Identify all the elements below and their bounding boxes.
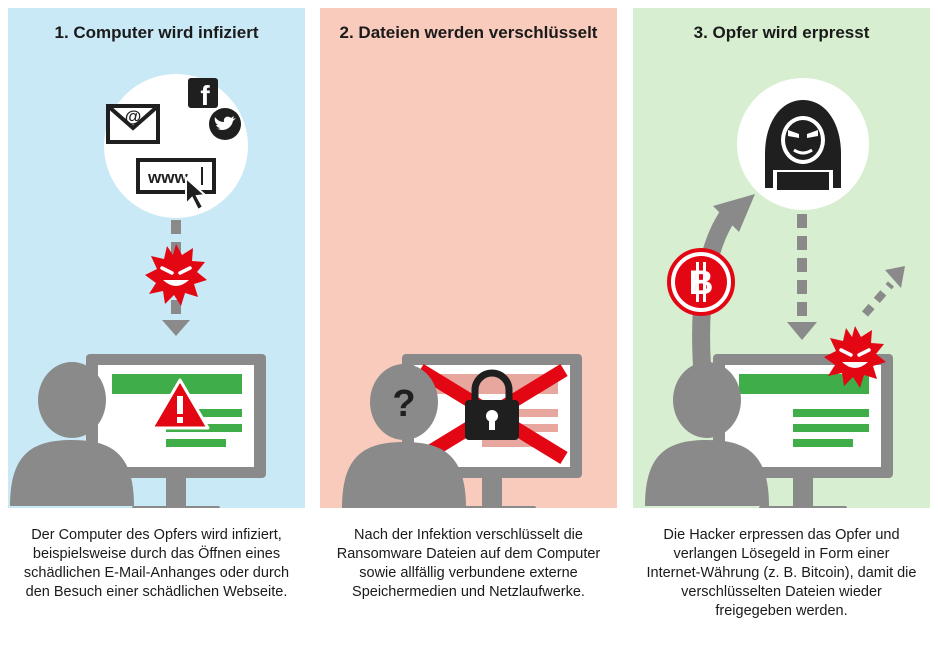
panel-infection-title: 1. Computer wird infiziert xyxy=(54,23,259,42)
bitcoin-icon: B xyxy=(667,248,735,316)
question-mark-icon: ? xyxy=(392,383,415,425)
panel-encryption-description: Nach der Infektion verschlüsselt die Ran… xyxy=(336,527,601,600)
dashed-arrow-out-icon xyxy=(861,266,905,317)
extortion-monitor xyxy=(713,354,893,508)
facebook-icon: f xyxy=(188,78,218,111)
panel-extortion-title: 3. Opfer wird erpresst xyxy=(693,23,870,42)
dashed-arrow-down-icon xyxy=(787,214,817,340)
twitter-icon xyxy=(209,108,241,140)
svg-text:f: f xyxy=(200,80,210,111)
svg-text:www.: www. xyxy=(147,168,192,187)
panel-infection-description: Der Computer des Opfers wird infiziert, … xyxy=(23,527,290,600)
panel-extortion-illustration: B xyxy=(633,8,930,508)
panel-extortion-description: Die Hacker erpressen das Opfer und verla… xyxy=(646,527,917,619)
svg-text:B: B xyxy=(689,264,714,302)
panel-encryption-illustration: ? xyxy=(320,8,617,508)
email-icon: @ xyxy=(106,104,160,144)
panel-infection-illustration: @ f www. xyxy=(8,8,305,508)
hacker-icon xyxy=(765,100,841,192)
panel-infection: @ f www. xyxy=(8,8,305,646)
infection-sources-circle xyxy=(104,74,248,218)
panel-extortion: B 3. Opfer wird erpresst Die Hack xyxy=(633,8,930,646)
malicious-website-icon: www. xyxy=(136,158,216,212)
warning-icon xyxy=(150,378,210,430)
svg-text:@: @ xyxy=(125,107,142,126)
lock-icon xyxy=(465,369,519,440)
panel-encryption-title: 2. Dateien werden verschlüsselt xyxy=(339,23,598,42)
panel-encryption: ? 2. Dateien werden verschlüsselt Nach d… xyxy=(320,8,617,646)
